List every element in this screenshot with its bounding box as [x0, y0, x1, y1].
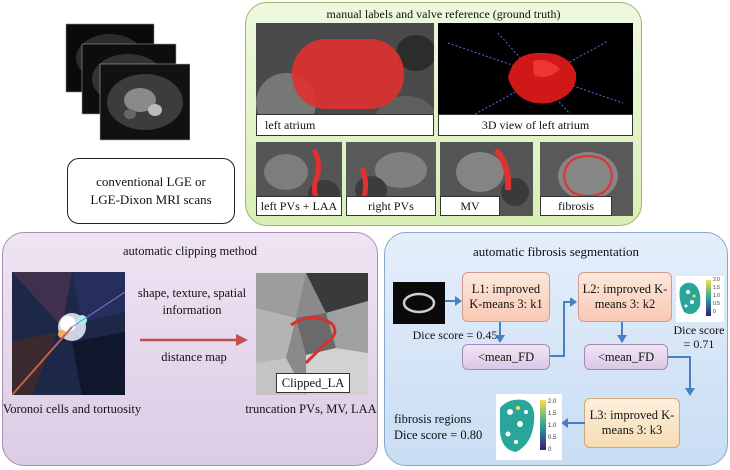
arrow-scan-l1 [445, 296, 462, 306]
scan-thumbnail [393, 282, 445, 324]
mri-stack [60, 22, 191, 142]
arrow-l3-result [561, 418, 585, 428]
fibrosis-regions-label: fibrosis regions [394, 412, 472, 426]
l2-colorbar-ticks: 2.0 1.5 1.0 0.5 0 [713, 276, 725, 322]
l1-box: L1: improved K-means 3: k1 [462, 272, 550, 322]
meanfd-box-1: <mean_FD [462, 344, 550, 370]
label-3d-view: 3D view of left atrium [438, 114, 633, 136]
final-tick: 2.0 [548, 399, 557, 405]
meanfd-box-2: <mean_FD [584, 344, 668, 370]
arrow-text: shape, texture, spatial information [137, 286, 247, 317]
meanfd-text-1: <mean_FD [477, 349, 535, 364]
final-tick: 0.5 [548, 435, 557, 441]
voronoi-caption: Voronoi cells and tortuosity [2, 402, 142, 416]
l3-box: L3: improved K-means 3: k3 [584, 398, 680, 448]
l1-text: L1: improved K-means 3: k1 [469, 282, 543, 311]
l2-tick: 0 [713, 309, 716, 315]
ground-truth-title: manual labels and valve reference (groun… [326, 7, 561, 21]
clipped-caption: truncation PVs, MV, LAA [245, 402, 377, 416]
clipping-title: automatic clipping method [123, 244, 257, 258]
clipped-la-label: Clipped_LA [276, 373, 350, 393]
distance-map-label: distance map [161, 350, 227, 364]
l2-box: L2: improved K-means 3: k2 [578, 272, 672, 322]
l3-text: L3: improved K-means 3: k3 [589, 408, 675, 437]
mri-caption-box: conventional LGE or LGE-Dixon MRI scans [67, 158, 235, 224]
l2-text: L2: improved K-means 3: k2 [582, 282, 668, 311]
l2-tick: 1.0 [713, 293, 720, 299]
arrow-l2-meanfd [617, 322, 627, 343]
final-tick: 0 [548, 447, 552, 453]
dice-score-2: Dice score = 0.71 [673, 323, 725, 351]
arrow-meanfd-l3 [668, 356, 695, 396]
label-fibrosis: fibrosis [540, 196, 612, 216]
arrow-meanfd-l2 [550, 298, 577, 357]
mri-stack-image [65, 23, 191, 141]
dice-score-1: Dice score = 0.45 [412, 328, 498, 342]
final-colorbar-ticks: 2.0 1.5 1.0 0.5 0 [548, 396, 562, 456]
label-pvs-laa: left PVs + LAA [256, 196, 342, 216]
clipping-arrow [140, 334, 248, 346]
voronoi-image [12, 272, 125, 395]
final-tick: 1.5 [548, 411, 557, 417]
meanfd-text-2: <mean_FD [597, 349, 655, 364]
label-right-pvs: right PVs [346, 196, 436, 216]
l2-tick: 1.5 [713, 285, 720, 291]
arrow-l1-meanfd [495, 322, 505, 343]
final-heatmap: 2.0 1.5 1.0 0.5 0 [496, 394, 562, 460]
label-mv: MV [440, 196, 500, 216]
l2-tick: 2.0 [713, 277, 720, 283]
dice-score-3: Dice score = 0.80 [394, 428, 483, 442]
l2-heatmap: 2.0 1.5 1.0 0.5 0 [676, 276, 724, 322]
l2-tick: 0.5 [713, 301, 720, 307]
segmentation-title: automatic fibrosis segmentation [472, 244, 640, 259]
final-tick: 1.0 [548, 423, 557, 429]
mri-caption: conventional LGE or LGE-Dixon MRI scans [90, 174, 212, 207]
label-left-atrium: left atrium [256, 114, 434, 136]
